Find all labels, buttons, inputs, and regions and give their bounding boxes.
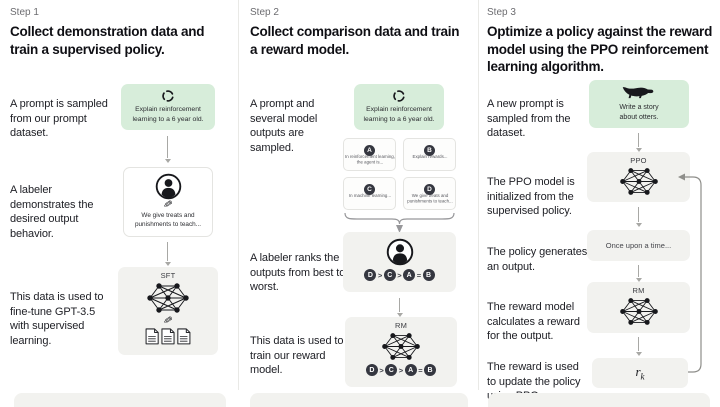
rank-circle: C xyxy=(383,269,396,281)
arrow-down-icon xyxy=(167,242,169,261)
sft-model-card: SFT ✎ xyxy=(118,267,218,355)
rank-separator: > xyxy=(397,270,402,280)
otter-icon xyxy=(622,86,656,101)
output-box-d: D We give treats and punishments to teac… xyxy=(403,177,456,210)
pencil-icon: ✎ xyxy=(162,314,174,328)
rank-circle: C xyxy=(385,364,398,376)
prompt-card-text: Write a story about otters. xyxy=(619,104,659,121)
step1-demonstration-card: ✎ We give treats and punishments to teac… xyxy=(123,167,213,237)
step1-labeler-description: A labeler demonstrates the desired outpu… xyxy=(10,184,94,240)
ppo-label: PPO xyxy=(630,156,647,165)
rank-circle: B xyxy=(424,364,437,376)
reward-model-card: RM D > C > A = B xyxy=(345,317,457,387)
rank-circle: A xyxy=(404,364,417,376)
step1-label: Step 1 xyxy=(10,7,39,18)
output-text: In reinforcement learning, the agent is.… xyxy=(344,154,395,165)
neural-network-icon xyxy=(381,331,421,362)
prompt-card-text: Explain reinforcement learning to a 6 ye… xyxy=(132,106,204,123)
arrow-down-icon xyxy=(638,207,640,222)
output-text: Explain rewards... xyxy=(412,154,447,159)
next-row-card-edge xyxy=(14,393,226,407)
arrow-down-icon xyxy=(638,265,640,277)
step3-reward-description: The reward model calculates a reward for… xyxy=(487,301,580,343)
output-box-a: A In reinforcement learning, the agent i… xyxy=(343,138,396,171)
step1-heading: Collect demonstration data and train a s… xyxy=(10,24,205,57)
cycle-icon xyxy=(161,89,175,103)
rank-circle: D xyxy=(365,364,378,376)
brace-icon xyxy=(344,212,455,233)
column-divider xyxy=(478,0,479,390)
step2-rank-description: A labeler ranks the outputs from best to… xyxy=(250,252,346,294)
demonstration-card-text: We give treats and punishments to teach.… xyxy=(134,212,202,229)
output-box-b: B Explain rewards... xyxy=(403,138,456,171)
step3-heading: Optimize a policy against the reward mod… xyxy=(487,24,713,75)
next-row-card-edge xyxy=(250,393,468,407)
arrow-down-icon xyxy=(638,337,640,351)
labeler-person-icon xyxy=(155,173,182,200)
rank-separator: = xyxy=(418,365,423,375)
output-text: In machine learning... xyxy=(348,193,391,198)
cycle-icon xyxy=(392,89,406,103)
rm-label: RM xyxy=(394,321,408,330)
reward-model-card: RM xyxy=(587,282,690,333)
neural-network-icon xyxy=(619,166,659,197)
step3-label: Step 3 xyxy=(487,7,516,18)
column-divider xyxy=(238,0,239,390)
ppo-model-card: PPO xyxy=(587,152,690,202)
reward-value-card: rk xyxy=(592,358,688,388)
step2-train-description: This data is used to train our reward mo… xyxy=(250,335,344,377)
neural-network-icon xyxy=(619,296,659,327)
next-row-card-edge xyxy=(488,393,710,407)
arrow-down-icon xyxy=(167,136,169,158)
rank-circle: D xyxy=(364,269,377,281)
rank-separator: = xyxy=(416,270,422,280)
ranking-row: D > C > A = B xyxy=(364,269,435,281)
documents-icon xyxy=(145,328,191,345)
sft-label: SFT xyxy=(160,271,176,280)
neural-network-icon xyxy=(146,281,190,315)
reward-symbol: rk xyxy=(635,364,645,382)
step2-prompt-card: Explain reinforcement learning to a 6 ye… xyxy=(354,84,444,130)
step3-init-description: The PPO model is initialized from the su… xyxy=(487,176,575,218)
arrow-down-icon xyxy=(638,133,640,147)
step3-output-description: The policy generates an output. xyxy=(487,246,588,273)
step1-prompt-description: A prompt is sampled from our prompt data… xyxy=(10,98,108,140)
output-letter-badge: A xyxy=(364,145,375,156)
feedback-loop-arrow xyxy=(678,173,702,373)
step2-prompt-description: A prompt and several model outputs are s… xyxy=(250,98,318,154)
arrow-down-icon xyxy=(399,298,401,312)
rank-circle: B xyxy=(422,269,435,281)
output-text: We give treats and punishments to teach.… xyxy=(406,193,453,204)
policy-output-text: Once upon a time... xyxy=(605,241,672,250)
output-letter-badge: C xyxy=(364,184,375,195)
step1-finetune-description: This data is used to fine-tune GPT-3.5 w… xyxy=(10,291,104,347)
step3-prompt-card: Write a story about otters. xyxy=(589,80,689,128)
prompt-card-text: Explain reinforcement learning to a 6 ye… xyxy=(363,106,435,123)
rank-separator: > xyxy=(377,270,383,280)
labeler-ranking-card: D > C > A = B xyxy=(343,232,456,292)
policy-output-card: Once upon a time... xyxy=(587,230,690,261)
pencil-icon: ✎ xyxy=(162,198,174,212)
ranking-row: D > C > A = B xyxy=(365,364,437,376)
step2-heading: Collect comparison data and train a rewa… xyxy=(250,24,460,57)
output-letter-badge: B xyxy=(424,145,435,156)
output-box-c: C In machine learning... xyxy=(343,177,396,210)
step1-prompt-card: Explain reinforcement learning to a 6 ye… xyxy=(121,84,215,130)
step2-label: Step 2 xyxy=(250,7,279,18)
rank-circle: A xyxy=(403,269,416,281)
output-letter-badge: D xyxy=(424,184,435,195)
rm-label: RM xyxy=(632,286,645,295)
step3-prompt-description: A new prompt is sampled from the dataset… xyxy=(487,98,571,140)
rank-separator: > xyxy=(398,365,404,375)
labeler-person-icon xyxy=(386,238,414,266)
rank-separator: > xyxy=(379,365,384,375)
